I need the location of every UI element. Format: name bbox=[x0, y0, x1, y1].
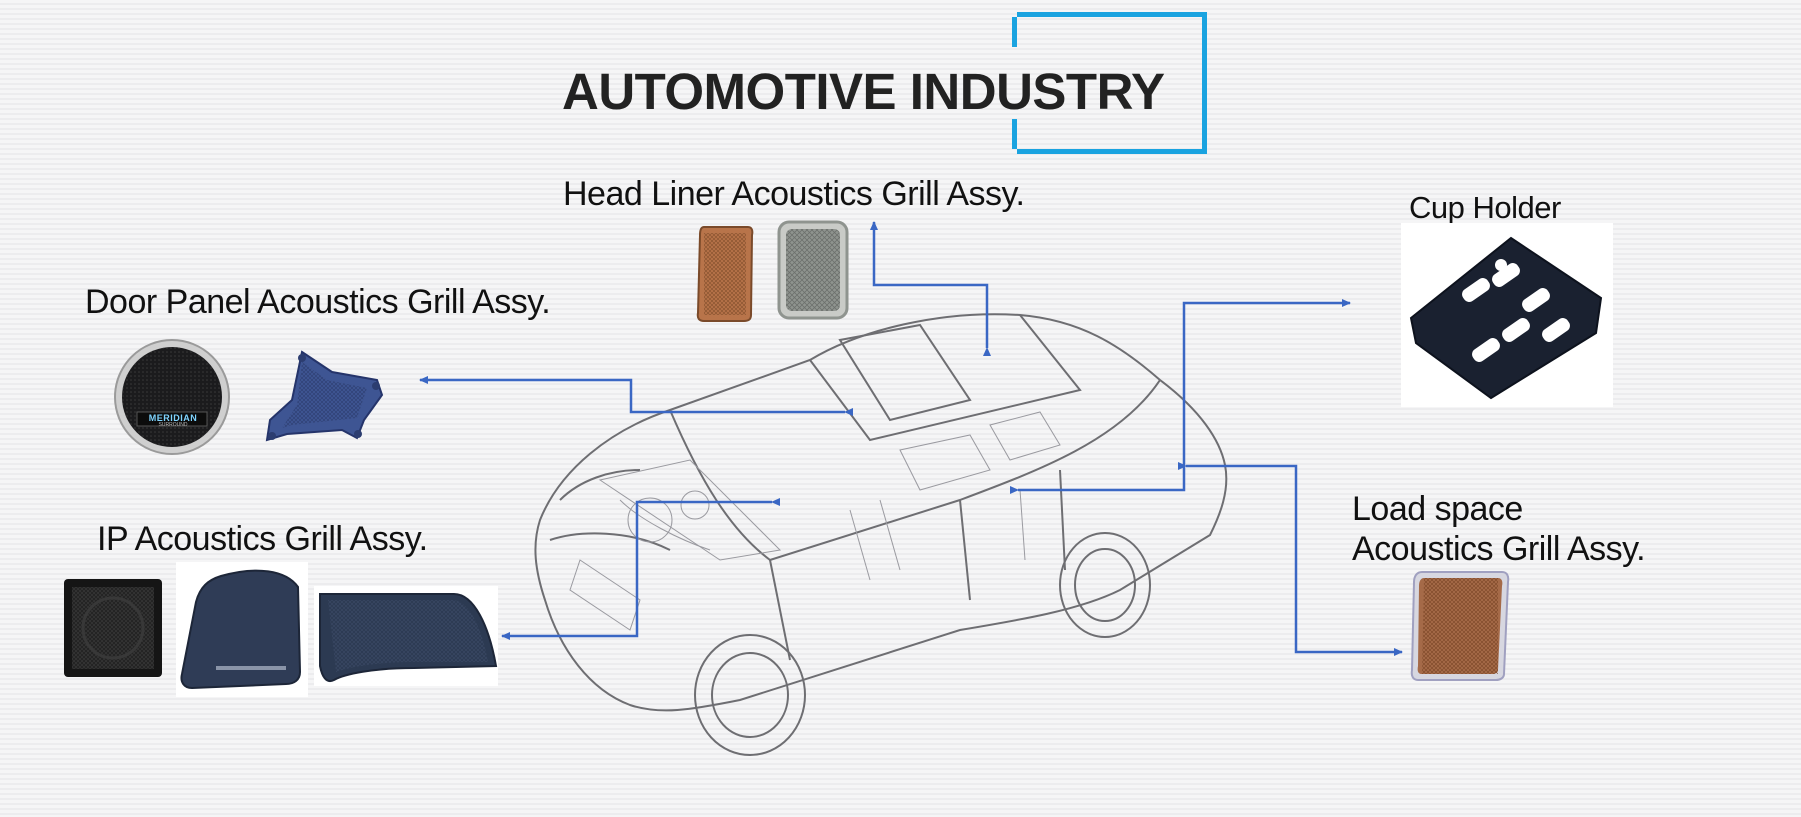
head-liner-grill-grey bbox=[777, 220, 849, 320]
cup-holder-photo bbox=[1401, 223, 1613, 407]
label-head-liner: Head Liner Acoustics Grill Assy. bbox=[563, 175, 1025, 213]
arrow-cup-holder bbox=[1010, 299, 1351, 494]
ip-grill-curved-navy bbox=[176, 562, 308, 697]
head-liner-grill-brown bbox=[696, 226, 754, 322]
arrow-head-liner bbox=[870, 221, 991, 356]
arrow-ip bbox=[501, 498, 780, 640]
arrow-door-panel bbox=[419, 376, 853, 416]
label-cup-holder: Cup Holder bbox=[1409, 190, 1561, 225]
speaker-badge-subtext: SURROUND bbox=[158, 422, 188, 428]
door-panel-speaker-round bbox=[114, 339, 230, 455]
label-ip: IP Acoustics Grill Assy. bbox=[97, 520, 428, 558]
page-title: AUTOMOTIVE INDUSTRY bbox=[562, 63, 1165, 120]
speaker-badge-text: MERIDIAN bbox=[148, 413, 198, 423]
load-space-grill-brown bbox=[1410, 571, 1510, 681]
ip-grill-square-black bbox=[64, 579, 162, 677]
label-door-panel: Door Panel Acoustics Grill Assy. bbox=[85, 283, 551, 321]
door-panel-grill-triangular bbox=[265, 350, 384, 442]
ip-grill-wide-navy bbox=[314, 586, 498, 686]
title-frame bbox=[1012, 12, 1207, 154]
arrow-load-space bbox=[1178, 462, 1403, 656]
